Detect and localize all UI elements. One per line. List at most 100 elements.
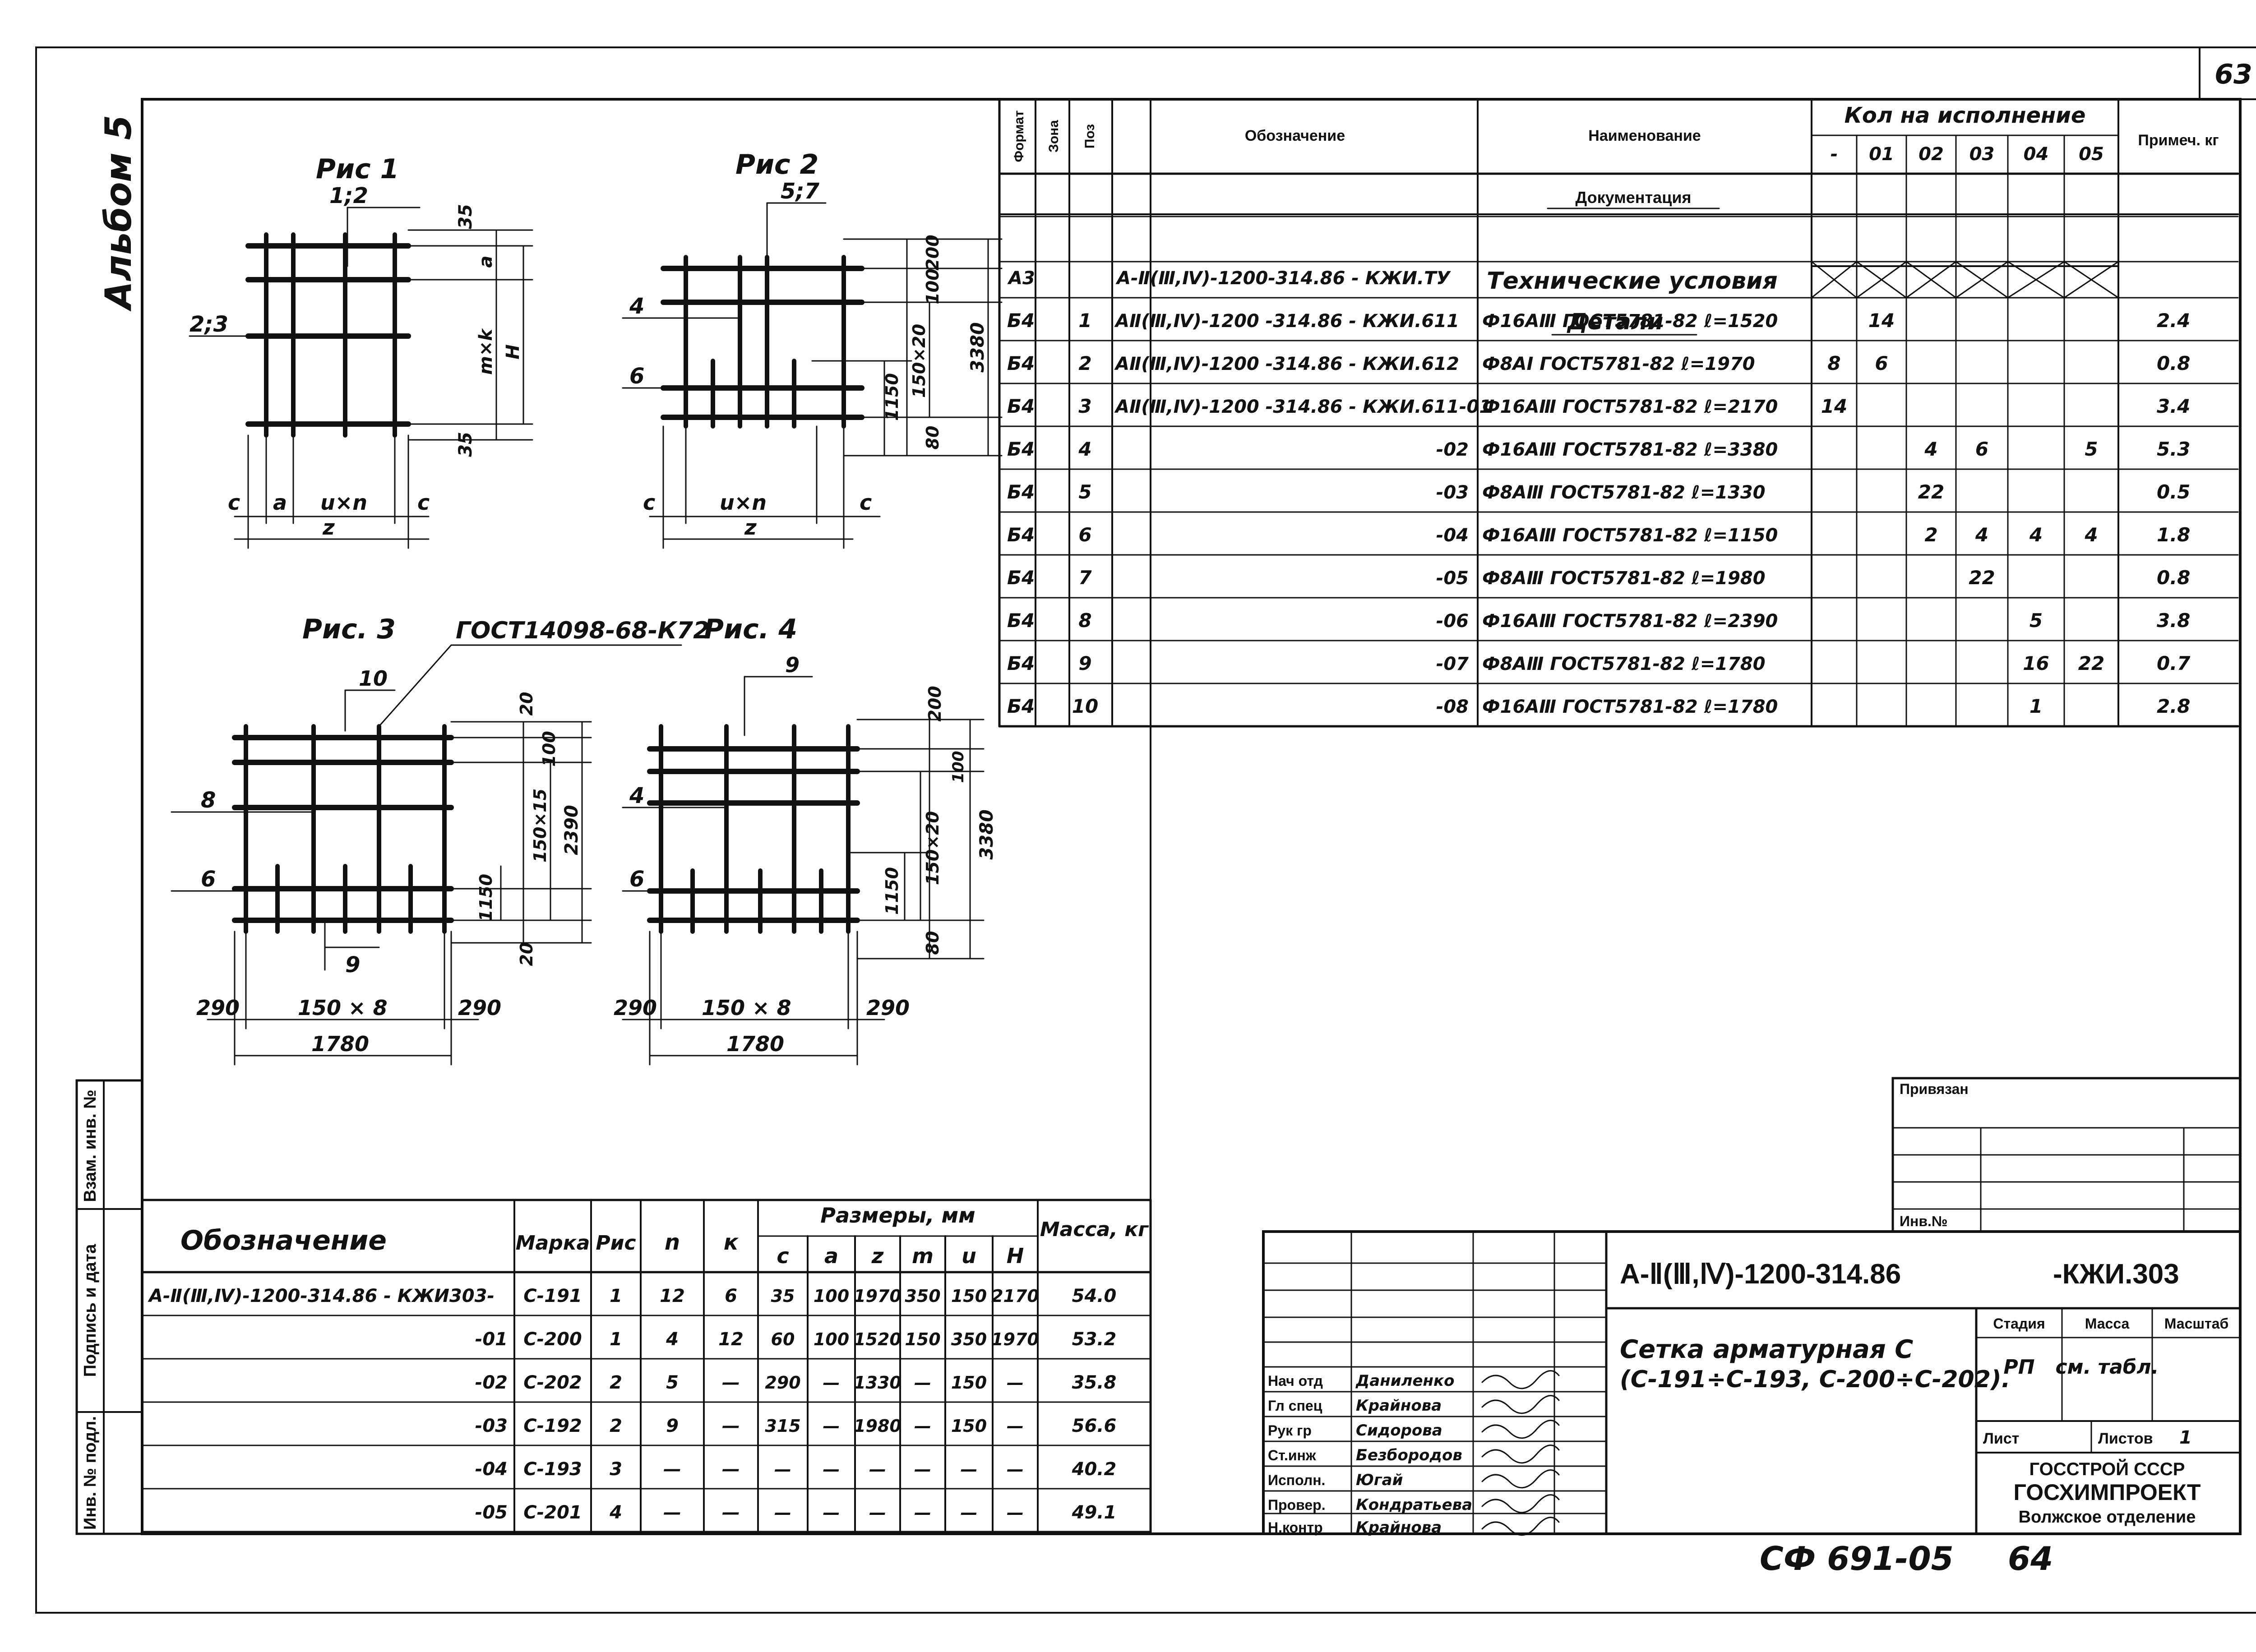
figure-3-dim-150x8: 150 × 8 [298,996,388,1020]
marks-row-dim: 100 [814,1286,849,1306]
spec-doc-format: А3 [1007,268,1035,289]
figure-4-dim-150x20: 150×20 [923,811,943,885]
marks-row-mark: С-201 [523,1502,582,1523]
marks-row-dim: — [914,1503,931,1523]
marks-dim-col-a: a [824,1244,838,1268]
org-line2: ГОСХИМПРОЕКТ [2014,1480,2201,1505]
marks-row-dim: — [1007,1373,1024,1393]
spec-row-qty: 14 [1821,395,1847,417]
spec-qty-col-0: - [1831,144,1838,165]
title-role: Исполн. [1268,1472,1325,1488]
spec-qty-col-4: 04 [2024,144,2049,165]
spec-row-designation: -08 [1436,697,1469,717]
marks-row-dim: 1980 [854,1416,901,1436]
spec-row-name: Ф8АⅢ ГОСТ5781-82 ℓ=1330 [1482,482,1766,503]
marks-row-fig: 2 [610,1416,622,1436]
figure-4-dim-80: 80 [923,931,943,955]
figure-1-dim-c2: c [417,490,430,515]
page-number: 63 [2214,59,2252,90]
signature-scribble [1481,1395,1560,1414]
marks-row-mark: С-202 [523,1372,582,1393]
figure-3-label-8: 8 [201,788,216,813]
spec-row-name: Ф8АⅠ ГОСТ5781-82 ℓ=1970 [1482,354,1755,374]
spec-row-format: Б4 [1007,652,1035,674]
marks-header-mark: Марка [516,1232,590,1255]
figure-1-dim-bottom: 35 [455,432,476,457]
marks-row-dim: — [1007,1459,1024,1479]
spec-row-note: 0.7 [2157,652,2191,674]
marks-row-dim: — [869,1459,886,1479]
spec-qty-col-1: 01 [1869,144,1894,165]
privyazan-inv: Инв.№ [1900,1213,1948,1229]
spec-row-qty: 6 [1875,352,1888,374]
marks-dim-col-u: u [962,1244,976,1268]
marks-row-dim: 350 [905,1286,940,1306]
figure-2-dim-80: 80 [923,426,943,450]
spec-qty-col-2: 02 [1919,144,1944,165]
spec-row-qty: 4 [1924,438,1937,460]
spec-parts-section: Детали [1567,309,1664,335]
marks-row-mass: 53.2 [1072,1329,1117,1350]
marks-row-dim: 315 [765,1416,800,1436]
marks-dim-col-H: H [1007,1244,1024,1268]
marks-row-mark: С-192 [523,1416,582,1436]
figure-2-dim-200: 200 [923,235,943,270]
org-line1: ГОССТРОЙ СССР [2029,1458,2185,1479]
album-label: Альбом 5 [97,115,139,312]
spec-row-qty: 22 [2078,652,2104,674]
spec-header-name: Наименование [1588,127,1701,144]
marks-header-n: n [665,1230,680,1255]
drawing-frame [141,98,2242,1535]
spec-row-designation: -05 [1436,568,1469,589]
marks-row-dim: — [823,1459,840,1479]
outer-border [35,46,2256,1614]
figure-3-dim-100: 100 [539,731,559,766]
marks-header-mass: Масса, кг [1040,1218,1149,1241]
marks-row-dim: 1970 [854,1286,901,1306]
figure-2-dim-un: u×n [720,490,767,515]
marks-row-designation: -01 [475,1329,508,1350]
privyazan-title: Привязан [1900,1081,1969,1097]
marks-row-dim: 1520 [854,1329,901,1349]
marks-row-dim: — [914,1459,931,1479]
footer-num: 64 [2008,1540,2053,1578]
marks-row-k: 6 [725,1286,737,1306]
figure-1-dim-z: z [322,515,335,540]
figure-3-dim-290-left: 290 [196,996,240,1020]
figure-1-dim-a2: a [273,490,287,515]
spec-row-name: Ф16АⅢ ГОСТ5781-82 ℓ=2390 [1482,611,1778,632]
signature-scribble [1481,1517,1560,1536]
figure-2-dim-100: 100 [923,268,943,304]
marks-header-fig: Рис [596,1232,636,1255]
figure-1-label-pos-top: 1;2 [329,183,368,208]
figure-4-dim-3380: 3380 [976,809,997,859]
spec-row-pos: 10 [1072,695,1098,717]
figure-4-dim-290-right: 290 [866,996,910,1020]
spec-row-pos: 4 [1078,438,1091,460]
spec-row-name: Ф16АⅢ ГОСТ5781-82 ℓ=3380 [1482,439,1778,460]
figure-2: Рис 2 5;7 4 [622,149,1003,549]
marks-row-dim: — [774,1503,791,1523]
marks-row-dim: 2170 [991,1286,1039,1306]
figure-1-title: Рис 1 [316,153,399,185]
mass-label: Масса [2085,1315,2130,1332]
spec-row-designation: -03 [1436,482,1469,503]
spec-row-name: Ф16АⅢ ГОСТ5781-82 ℓ=1520 [1482,311,1778,332]
marks-row-dim: — [1007,1416,1024,1436]
spec-row-name: Ф16АⅢ ГОСТ5781-82 ℓ=2170 [1482,397,1778,417]
spec-row-name: Ф8АⅢ ГОСТ5781-82 ℓ=1980 [1482,568,1766,589]
spec-qty-col-3: 03 [1969,144,1995,165]
figure-1-dim-mk: m×k [476,328,496,375]
spec-row-format: Б4 [1007,352,1035,374]
figure-2-dim-z: z [744,515,757,540]
title-person-name: Крайнова [1356,1518,1442,1537]
figure-1-label-pos-left: 2;3 [190,312,228,337]
spec-row-name: Ф16АⅢ ГОСТ5781-82 ℓ=1780 [1482,697,1778,717]
spec-row-pos: 2 [1078,352,1091,374]
spec-row-qty: 4 [1975,524,1988,546]
marks-row-mark: С-193 [523,1459,582,1480]
marks-row-designation: А-Ⅱ(Ⅲ,Ⅳ)-1200-314.86 - КЖИ303- [148,1286,495,1306]
figure-3-dim-150x15: 150×15 [530,789,550,863]
spec-row-note: 0.5 [2157,481,2190,503]
